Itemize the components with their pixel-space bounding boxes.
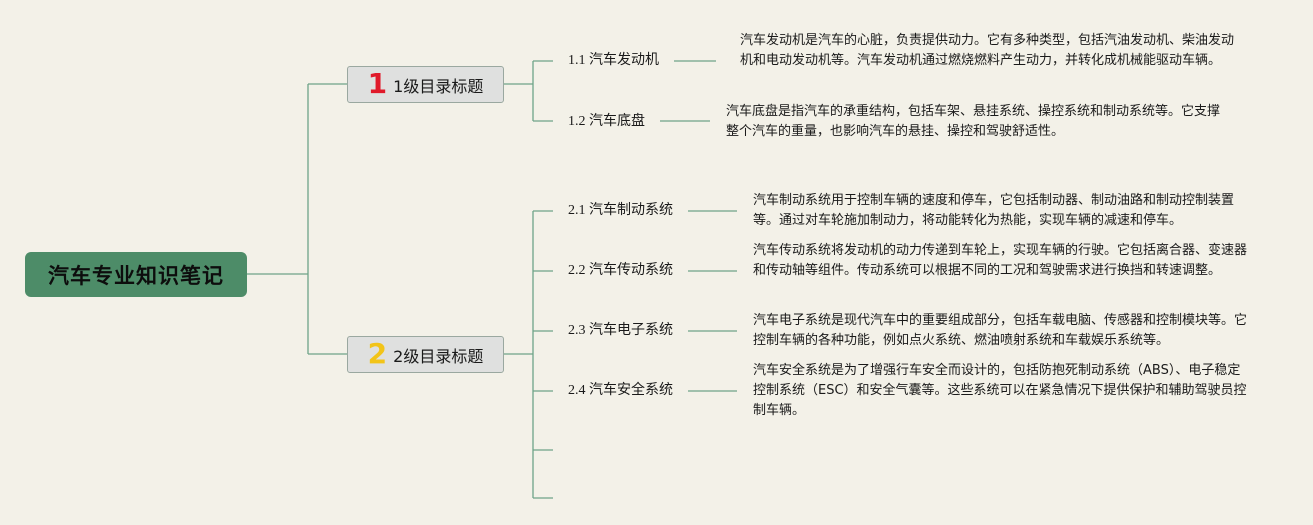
- note-2-4: 汽车安全系统是为了增强行车安全而设计的，包括防抱死制动系统（ABS）、电子稳定控…: [753, 363, 1247, 418]
- root-topic-label: 汽车专业知识笔记: [48, 263, 224, 288]
- section-number-2: 2: [367, 336, 388, 370]
- section-label-2: 2级目录标题: [393, 346, 484, 366]
- subtopic-2-4[interactable]: 2.4 汽车安全系统: [568, 383, 673, 398]
- subtopic-1-1[interactable]: 1.1 汽车发动机: [568, 53, 659, 68]
- subtopic-1-2[interactable]: 1.2 汽车底盘: [568, 114, 645, 129]
- subtopic-2-1[interactable]: 2.1 汽车制动系统: [568, 203, 673, 218]
- section-label-1: 1级目录标题: [393, 76, 484, 96]
- section-topic-1[interactable]: 1 1级目录标题: [347, 66, 504, 103]
- section-number-1: 1: [367, 66, 388, 100]
- subtopic-2-2[interactable]: 2.2 汽车传动系统: [568, 263, 673, 278]
- note-1-2: 汽车底盘是指汽车的承重结构，包括车架、悬挂系统、操控系统和制动系统等。它支撑整个…: [726, 104, 1221, 139]
- note-2-3: 汽车电子系统是现代汽车中的重要组成部分，包括车载电脑、传感器和控制模块等。它控制…: [753, 313, 1248, 348]
- subtopic-2-3[interactable]: 2.3 汽车电子系统: [568, 323, 673, 338]
- note-2-1: 汽车制动系统用于控制车辆的速度和停车，它包括制动器、制动油路和制动控制装置等。通…: [753, 193, 1235, 228]
- note-2-2: 汽车传动系统将发动机的动力传递到车轮上，实现车辆的行驶。它包括离合器、变速器和传…: [753, 243, 1248, 278]
- root-topic[interactable]: 汽车专业知识笔记: [25, 252, 247, 297]
- note-1-1: 汽车发动机是汽车的心脏，负责提供动力。它有多种类型，包括汽油发动机、柴油发动机和…: [740, 33, 1235, 68]
- section-topic-2[interactable]: 2 2级目录标题: [347, 336, 504, 373]
